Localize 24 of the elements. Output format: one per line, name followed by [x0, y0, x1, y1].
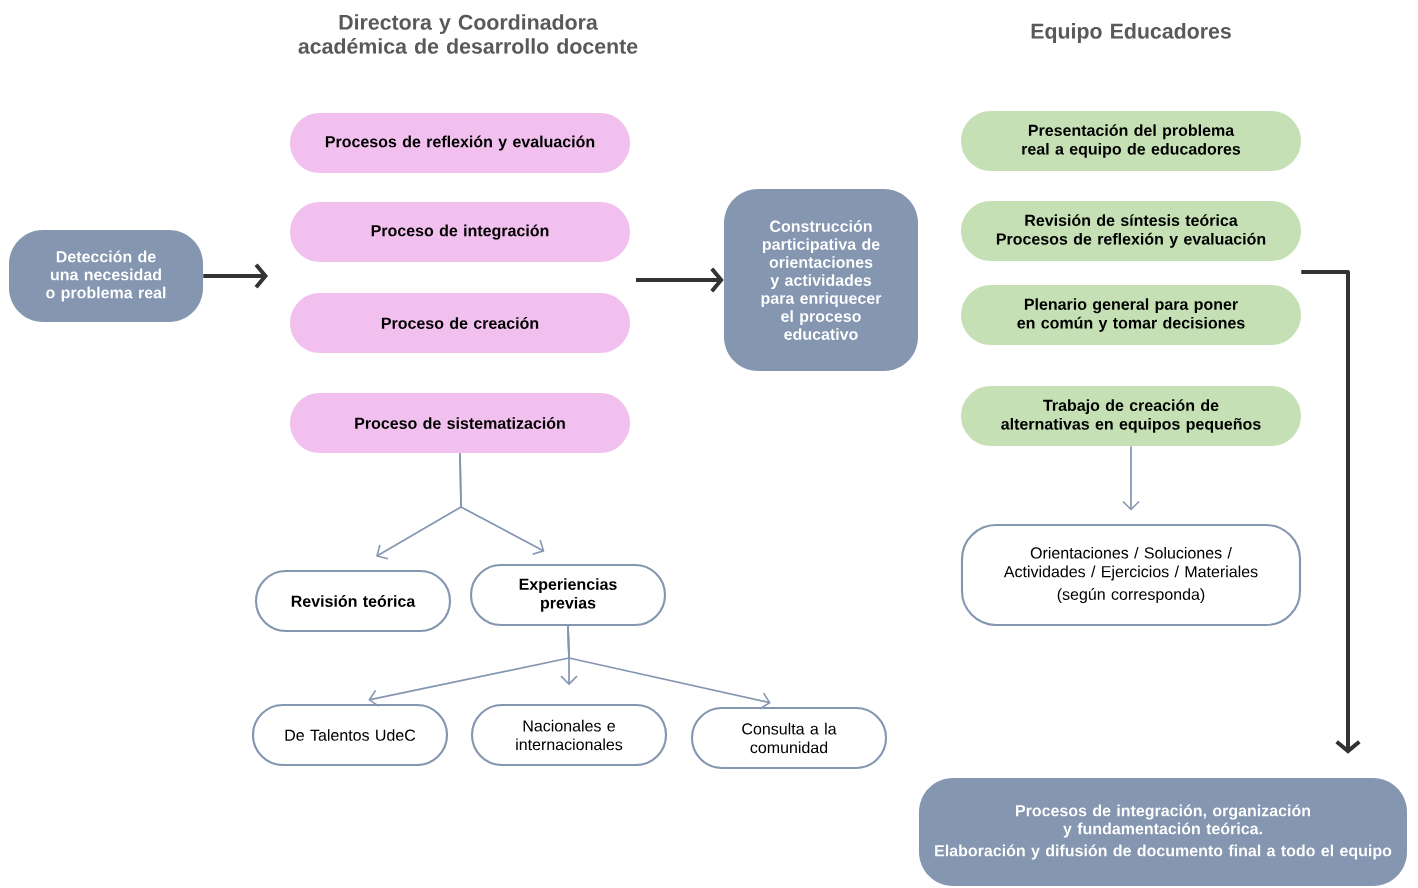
process-box: Plenario general para poner en común y tomar decisiones [961, 285, 1301, 345]
process-box: Revisión de síntesis teórica Procesos de reflexión y evaluación [961, 201, 1301, 261]
arrow [203, 263, 268, 289]
process-box: Proceso de sistematización [290, 393, 630, 453]
arrow [1301, 270, 1361, 754]
process-box: Trabajo de creación de alternativas en equipos pequeños [961, 386, 1301, 446]
process-box: Procesos de integración, organización y fundamentación teórica. Elaboración y difusión de documento final a todo el equipo [919, 778, 1407, 886]
result-box: Consulta a la comunidad [690, 706, 888, 770]
process-box: Proceso de integración [290, 202, 630, 262]
process-box: Construcción participativa de orientaciones y actividades para enriquecer el proceso educativo [724, 189, 918, 371]
process-box: Procesos de reflexión y evaluación [290, 113, 630, 173]
result-box: Experiencias previas [469, 563, 667, 627]
arrow [459, 452, 545, 555]
process-box: Detección de una necesidad o problema real [9, 230, 203, 322]
result-box: De Talentos UdeC [251, 703, 449, 767]
result-box: Orientaciones / Soluciones / Actividades / Ejercicios / Materiales (según corresponda) [960, 523, 1302, 627]
result-box: Revisión teórica [254, 569, 452, 633]
process-box: Presentación del problema real a equipo de educadores [961, 111, 1301, 171]
column-heading: Equipo Educadores [1031, 23, 1231, 43]
arrow [1122, 445, 1140, 511]
arrow [636, 267, 724, 293]
column-heading: Directora y Coordinadora académica de desarrollo docente [298, 14, 638, 54]
result-box: Nacionales e internacionales [470, 703, 668, 767]
process-box: Proceso de creación [290, 293, 630, 353]
